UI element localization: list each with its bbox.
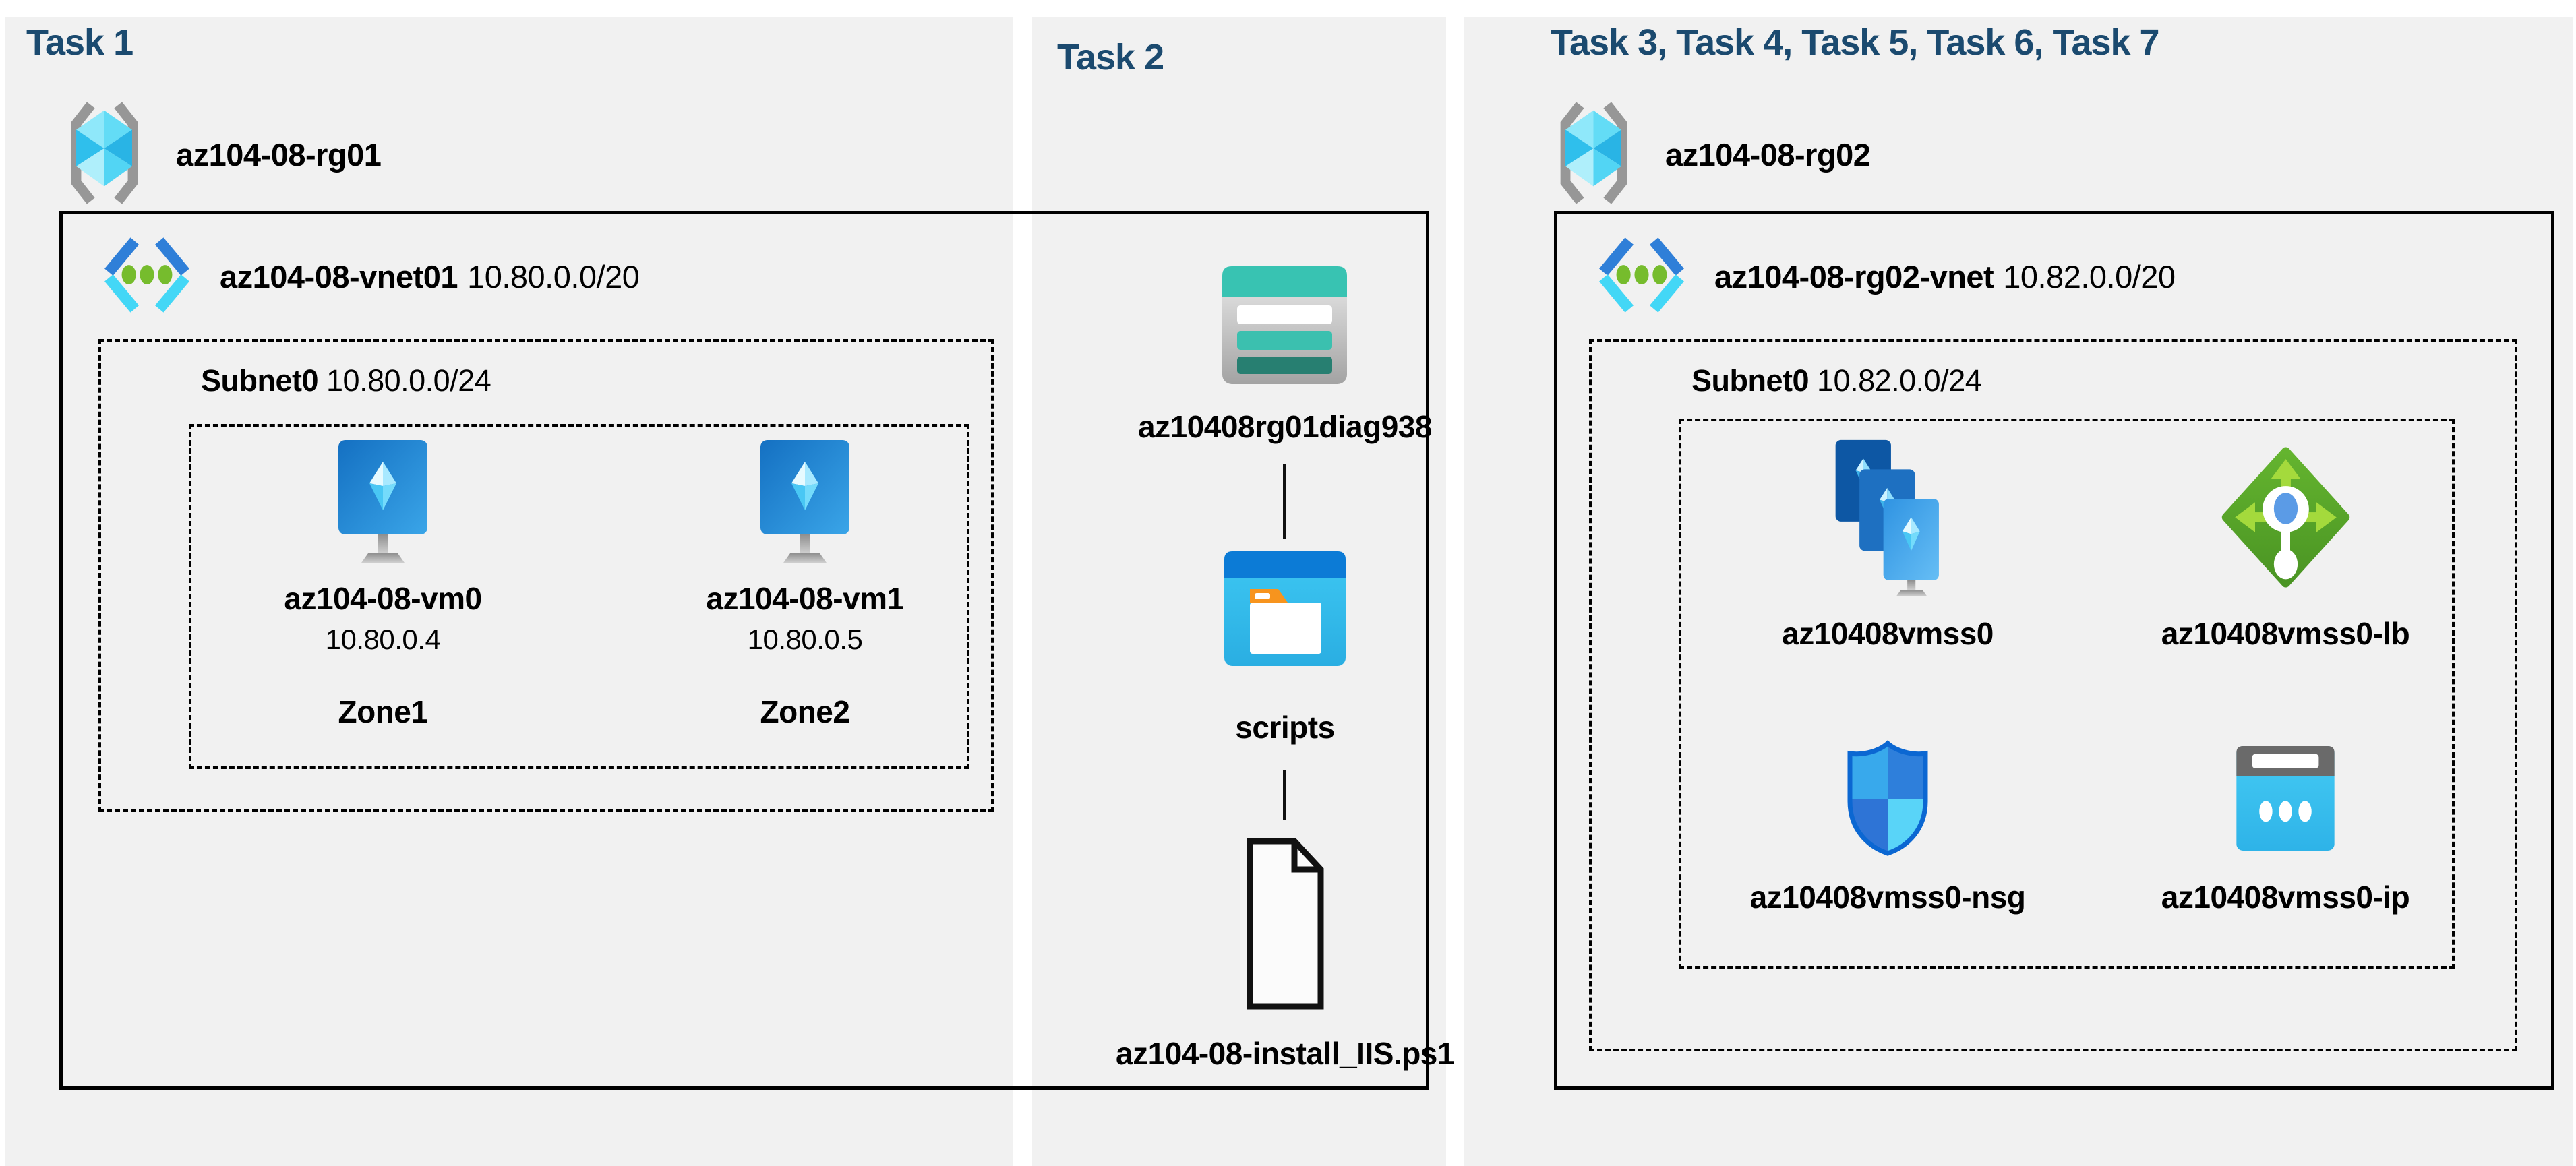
virtual-network-icon xyxy=(1593,235,1690,319)
vm-name: az104-08-vm0 xyxy=(284,581,482,616)
nsg-label: az10408vmss0-nsg xyxy=(1749,880,2026,915)
task1-panel xyxy=(5,17,1013,1166)
subnet0-box-rg01 xyxy=(98,339,994,812)
rg02-resources-box xyxy=(1554,211,2554,1090)
vnet-cidr: 10.80.0.0/20 xyxy=(467,259,640,295)
vmss-label: az10408vmss0 xyxy=(1782,616,1994,651)
load-balancer-label: az10408vmss0-lb xyxy=(2161,616,2410,651)
network-security-group-icon xyxy=(1840,736,1935,861)
resource-group-icon xyxy=(1551,100,1637,210)
public-ip-icon xyxy=(2235,736,2336,861)
blob-container-label: scripts xyxy=(1083,710,1487,745)
rg01-resources-box xyxy=(59,211,1429,1090)
load-balancer-icon xyxy=(2220,437,2352,597)
public-ip-label: az10408vmss0-ip xyxy=(2161,880,2410,915)
resource-group-name: az104-08-rg02 xyxy=(1665,137,1871,173)
script-file-icon xyxy=(1243,834,1327,1013)
vnet-name: az104-08-rg02-vnet xyxy=(1714,259,1994,295)
virtual-network-icon xyxy=(98,235,196,319)
blob-container-icon xyxy=(1224,551,1346,666)
subnet-cidr: 10.82.0.0/24 xyxy=(1817,363,1982,398)
vm-zone: Zone2 xyxy=(760,694,850,730)
vm-zone: Zone1 xyxy=(338,694,428,730)
resource-group-icon xyxy=(61,100,148,210)
subnet-cidr: 10.80.0.0/24 xyxy=(326,363,491,398)
vm-ip: 10.80.0.5 xyxy=(747,623,863,655)
vm-ip: 10.80.0.4 xyxy=(325,623,441,655)
task1-title: Task 1 xyxy=(26,22,133,63)
task2-title: Task 2 xyxy=(1057,37,1164,78)
resource-group-rg01: az104-08-rg01 xyxy=(61,100,382,210)
vm-name: az104-08-vm1 xyxy=(706,581,904,616)
load-balancer-node: az10408vmss0-lb xyxy=(2124,437,2447,652)
script-file-name: az104-08-install_IIS.ps1 xyxy=(1116,1036,1454,1071)
storage-account-icon xyxy=(1222,266,1347,384)
subnet0-box-rg02 xyxy=(1589,339,2517,1051)
task3-panel xyxy=(1464,17,2573,1166)
script-file-label: az104-08-install_IIS.ps1 xyxy=(1076,1037,1494,1071)
container-name: scripts xyxy=(1235,710,1335,745)
virtual-machine-icon xyxy=(758,437,852,566)
container-to-file-connector xyxy=(1283,770,1286,820)
vnet-cidr: 10.82.0.0/20 xyxy=(2003,259,2176,295)
public-ip-node: az10408vmss0-ip xyxy=(2124,736,2447,915)
virtual-machine-icon xyxy=(336,437,430,566)
resource-group-rg02: az104-08-rg02 xyxy=(1551,100,1871,210)
vm-node-az104-08-vm0: az104-08-vm0 10.80.0.4 Zone1 xyxy=(262,437,504,730)
resource-group-name: az104-08-rg01 xyxy=(176,137,382,173)
vnet-name: az104-08-vnet01 xyxy=(220,259,458,295)
storage-account-name: az10408rg01diag938 xyxy=(1138,409,1432,444)
storage-to-container-connector xyxy=(1283,464,1286,539)
nsg-node: az10408vmss0-nsg xyxy=(1726,736,2049,915)
vm-group-box xyxy=(189,424,969,769)
subnet-name: Subnet0 xyxy=(201,363,319,398)
storage-account-label: az10408rg01diag938 xyxy=(1083,410,1487,444)
vmss-node: az10408vmss0 xyxy=(1726,437,2049,652)
subnet-name: Subnet0 xyxy=(1691,363,1809,398)
vm-scale-set-icon xyxy=(1819,437,1957,597)
vmss-group-box xyxy=(1679,419,2455,969)
task3-title: Task 3, Task 4, Task 5, Task 6, Task 7 xyxy=(1551,22,2160,63)
vm-node-az104-08-vm1: az104-08-vm1 10.80.0.5 Zone2 xyxy=(684,437,926,730)
